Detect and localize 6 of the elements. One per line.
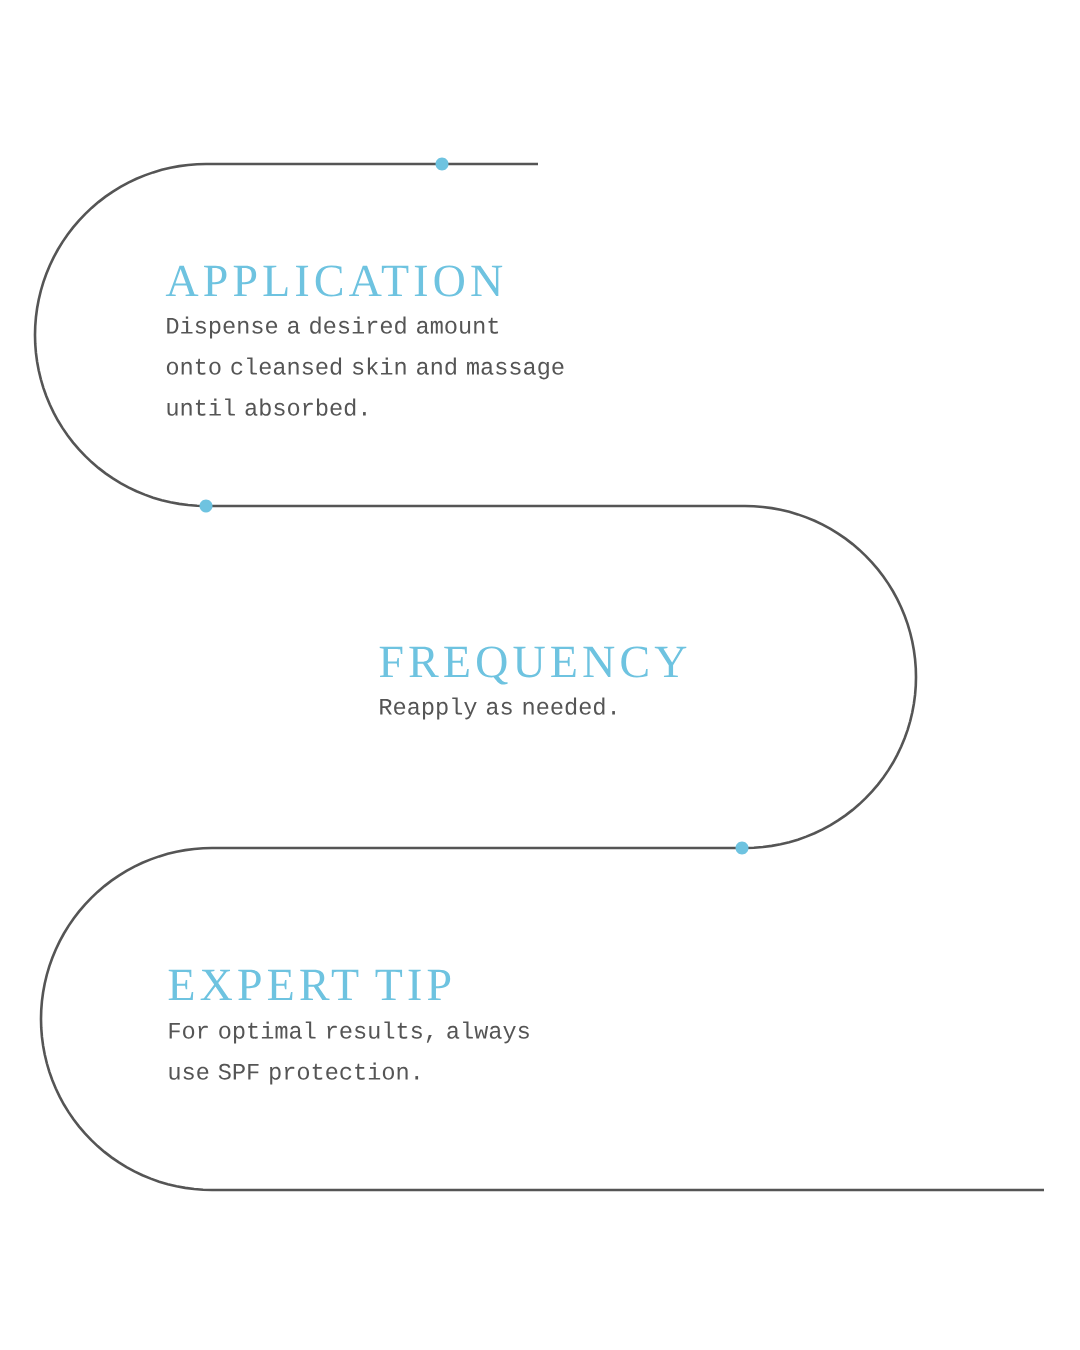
section-heading: APPLICATION — [165, 265, 503, 297]
section-heading: EXPERT TIP — [168, 969, 451, 1000]
section-text: For optimal results, always use SPF protection. — [169, 1021, 529, 1085]
section-text: Reapply as needed. — [380, 697, 615, 720]
section-text: Dispense a desired amount onto cleansed skin and massage until absorbed. — [166, 316, 564, 416]
section-heading: FREQUENCY — [379, 646, 687, 685]
